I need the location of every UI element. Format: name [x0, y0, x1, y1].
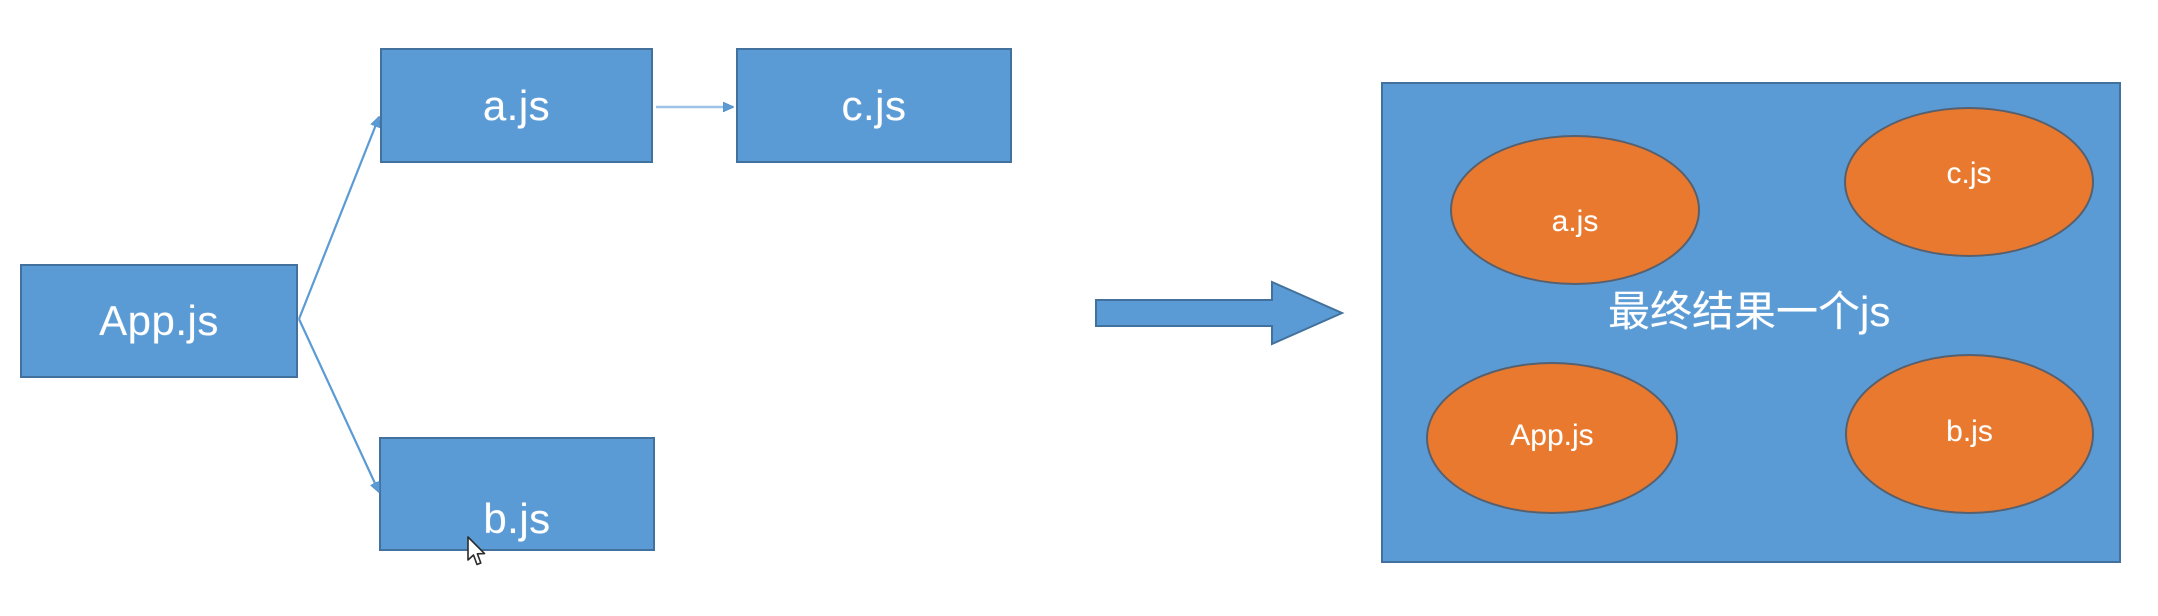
- module-node-label: App.js: [99, 297, 219, 344]
- bundle-result-caption: 最终结果一个js: [1608, 288, 1891, 335]
- module-node-label: b.js: [483, 495, 551, 542]
- bundle-item-cjs[interactable]: c.js: [1844, 107, 2094, 257]
- bundle-item-label: c.js: [1946, 157, 1992, 190]
- block-arrow-right-icon: [1095, 280, 1345, 346]
- bundle-item-appjs[interactable]: App.js: [1426, 362, 1678, 514]
- bundle-result-panel: a.js c.js App.js b.js: [1381, 82, 2121, 563]
- bundle-item-label: a.js: [1551, 205, 1599, 238]
- module-node-bjs[interactable]: b.js: [379, 437, 655, 551]
- module-node-appjs[interactable]: App.js: [20, 264, 298, 378]
- mouse-pointer-icon: [467, 536, 486, 566]
- edge-appjs-to-bjs: [298, 318, 380, 492]
- bundle-item-bjs[interactable]: b.js: [1845, 354, 2094, 514]
- module-node-cjs[interactable]: c.js: [736, 48, 1012, 163]
- bundle-item-label: b.js: [1946, 415, 1993, 448]
- edge-appjs-to-ajs: [297, 117, 379, 320]
- bundle-item-label: App.js: [1510, 419, 1594, 452]
- module-node-label: c.js: [841, 81, 907, 129]
- bundle-item-ajs[interactable]: a.js: [1450, 135, 1700, 285]
- module-node-label: a.js: [482, 81, 551, 129]
- module-node-ajs[interactable]: a.js: [380, 48, 653, 163]
